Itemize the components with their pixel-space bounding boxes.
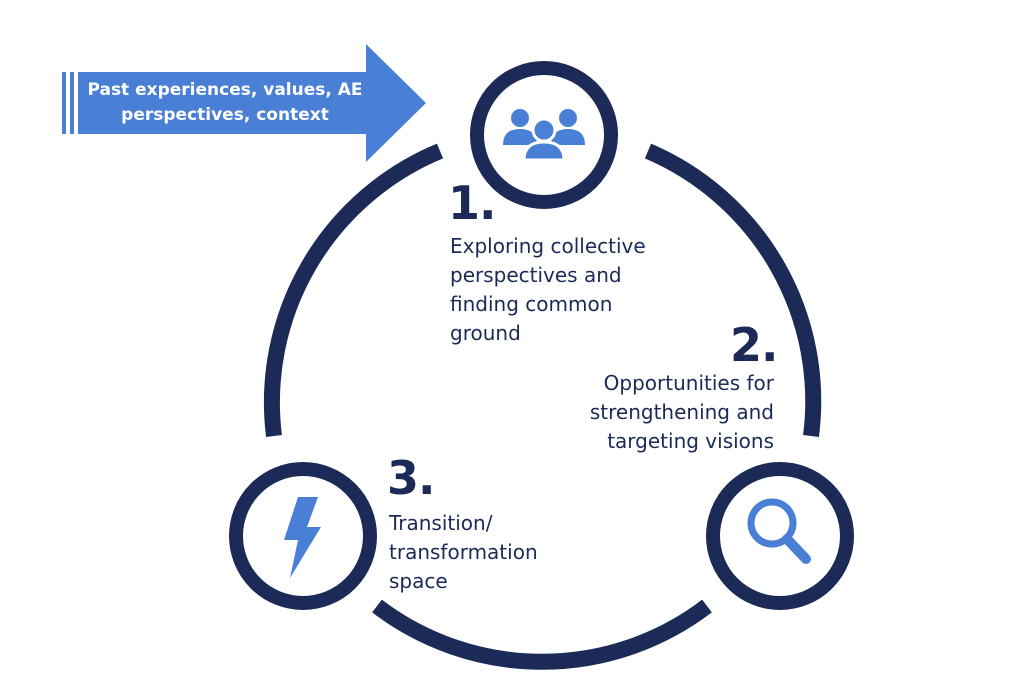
- input-arrow-label: Past experiences, values, AE perspective…: [87, 80, 363, 125]
- cycle-arc-left: [263, 143, 444, 437]
- step-3-text: Transition/ transformation space: [389, 511, 538, 593]
- step-1-number: 1.: [448, 176, 496, 230]
- magnifier-icon: [747, 498, 811, 564]
- step-2-node: [706, 462, 854, 610]
- cycle-arc-right: [644, 143, 822, 438]
- step-1-node: [470, 61, 618, 209]
- lightning-icon: [284, 497, 321, 578]
- step-3-number: 3.: [387, 451, 435, 505]
- step-2-text: Opportunities for strengthening and targ…: [589, 371, 774, 453]
- people-group-icon: [503, 109, 585, 162]
- step-3-node: [229, 462, 377, 610]
- step-1-text: Exploring collective perspectives and fi…: [450, 234, 646, 345]
- step-2-number: 2.: [730, 318, 778, 372]
- input-arrow: [62, 44, 426, 162]
- cycle-arc-bottom: [372, 599, 712, 670]
